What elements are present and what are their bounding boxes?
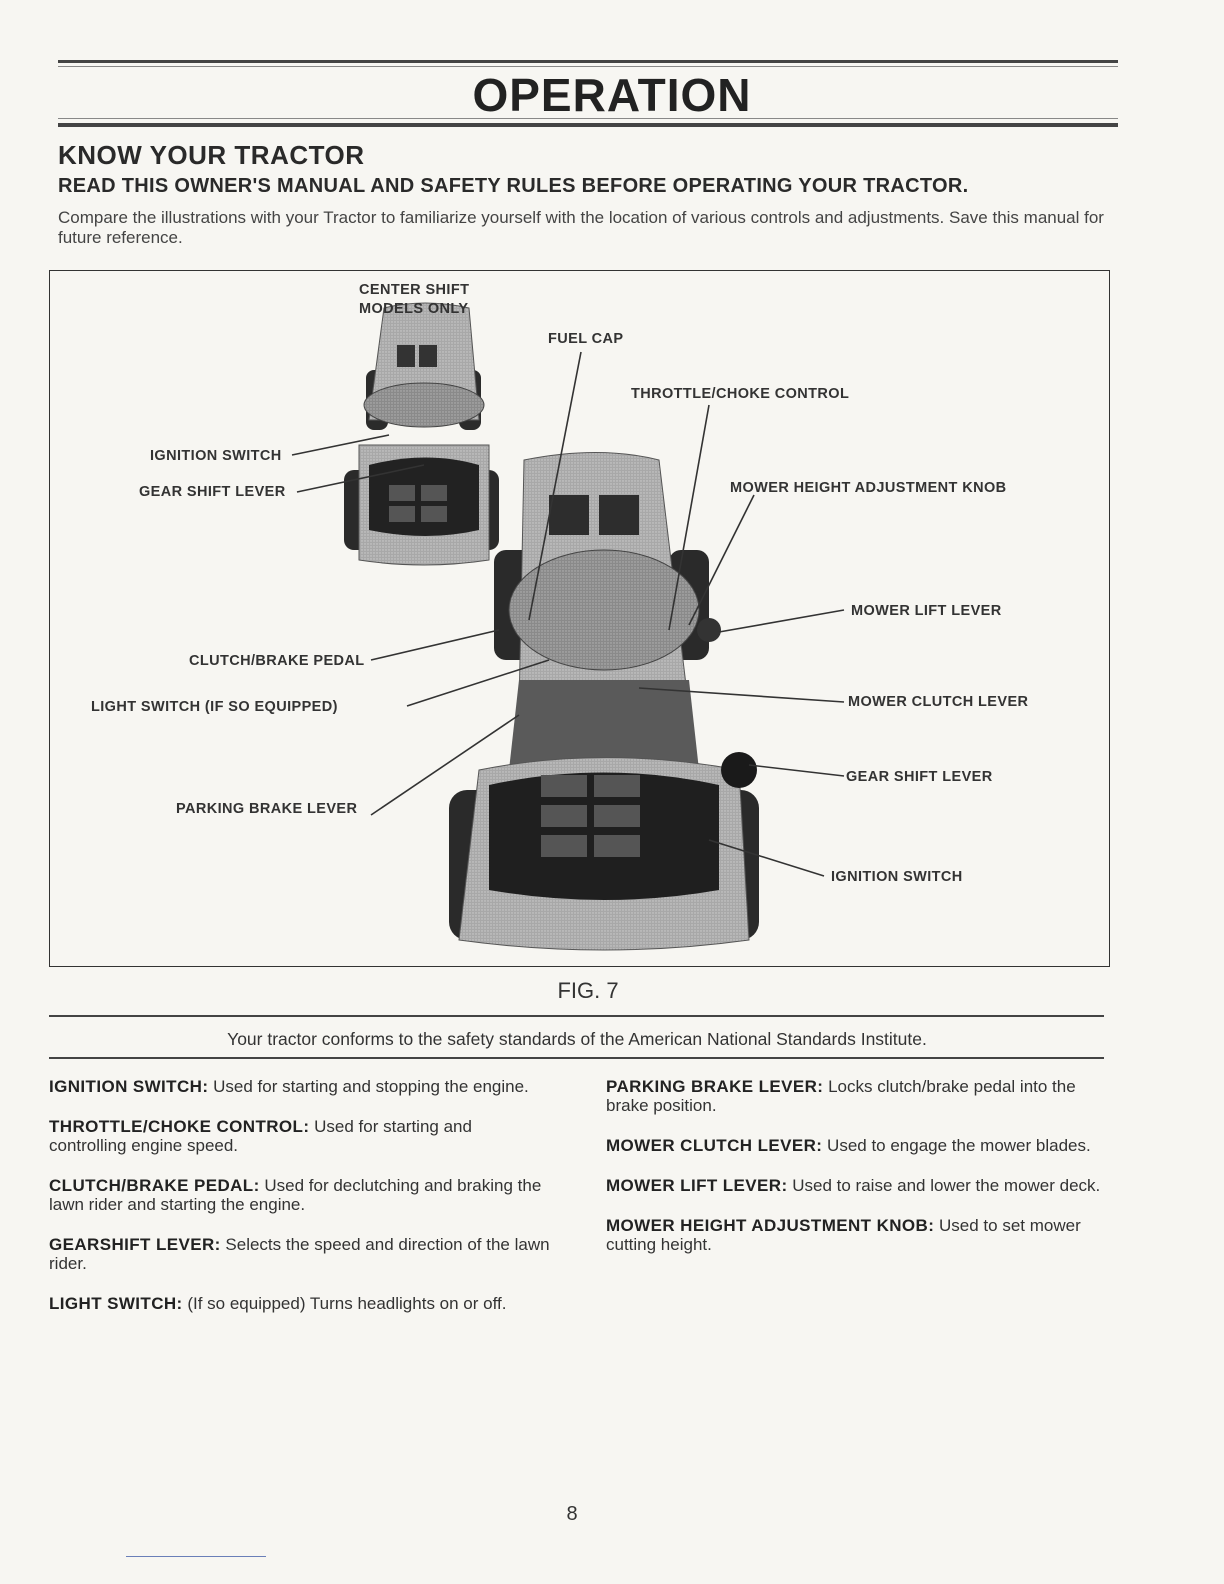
top-rule-1 — [58, 60, 1118, 63]
callout-fuel-cap: FUEL CAP — [548, 331, 624, 347]
callout-clutch-brake: CLUTCH/BRAKE PEDAL — [189, 653, 365, 669]
scan-artifact-line — [126, 1556, 266, 1557]
definition-mower-height: MOWER HEIGHT ADJUSTMENT KNOB: Used to se… — [606, 1216, 1081, 1254]
definition-clutch-brake: CLUTCH/BRAKE PEDAL: Used for declutching… — [49, 1176, 542, 1214]
main-tractor — [449, 452, 759, 951]
callout-parking-brake: PARKING BRAKE LEVER — [176, 801, 358, 817]
definitions-right-column: PARKING BRAKE LEVER: Locks clutch/brake … — [606, 1077, 1110, 1275]
callout-gear-shift-left: GEAR SHIFT LEVER — [139, 484, 286, 500]
conform-rule-bottom — [49, 1057, 1104, 1059]
definitions-left-column: IGNITION SWITCH: Used for starting and s… — [49, 1077, 553, 1334]
definition-gearshift: GEARSHIFT LEVER: Selects the speed and d… — [49, 1235, 550, 1273]
definition-ignition-switch: IGNITION SWITCH: Used for starting and s… — [49, 1077, 529, 1096]
definition-light-switch: LIGHT SWITCH: (If so equipped) Turns hea… — [49, 1294, 507, 1313]
callout-mower-lift: MOWER LIFT LEVER — [851, 603, 1002, 619]
definition-mower-lift: MOWER LIFT LEVER: Used to raise and lowe… — [606, 1176, 1101, 1195]
inset-label-line1: CENTER SHIFT — [359, 282, 470, 298]
callout-light-switch: LIGHT SWITCH (IF SO EQUIPPED) — [91, 699, 338, 715]
page-number: 8 — [566, 1503, 578, 1525]
conform-rule-top — [49, 1015, 1104, 1017]
title-underline-2 — [58, 123, 1118, 127]
figure-frame — [49, 270, 1110, 967]
top-rule-2 — [58, 66, 1118, 67]
callout-ignition-right: IGNITION SWITCH — [831, 869, 963, 885]
inset-label-line2: MODELS ONLY — [359, 301, 469, 317]
figure-caption: FIG. 7 — [557, 978, 619, 1003]
definition-throttle-choke: THROTTLE/CHOKE CONTROL: Used for startin… — [49, 1117, 472, 1155]
intro-paragraph: Compare the illustrations with your Trac… — [58, 208, 1104, 247]
callout-throttle-choke: THROTTLE/CHOKE CONTROL — [631, 386, 850, 402]
page-title: OPERATION — [472, 69, 752, 121]
callout-ignition-left: IGNITION SWITCH — [150, 448, 282, 464]
title-underline-1 — [58, 118, 1118, 119]
tractor-illustration — [291, 302, 845, 951]
definition-mower-clutch: MOWER CLUTCH LEVER: Used to engage the m… — [606, 1136, 1091, 1155]
definition-parking-brake: PARKING BRAKE LEVER: Locks clutch/brake … — [606, 1077, 1076, 1115]
section-subhead: READ THIS OWNER'S MANUAL AND SAFETY RULE… — [58, 175, 969, 197]
callout-mower-height: MOWER HEIGHT ADJUSTMENT KNOB — [730, 480, 1007, 496]
callout-mower-clutch: MOWER CLUTCH LEVER — [848, 694, 1029, 710]
leader-lines — [291, 351, 845, 877]
conformance-statement: Your tractor conforms to the safety stan… — [227, 1029, 927, 1049]
section-title: KNOW YOUR TRACTOR — [58, 140, 365, 170]
callout-gear-shift-right: GEAR SHIFT LEVER — [846, 769, 993, 785]
inset-tractor — [344, 302, 499, 566]
